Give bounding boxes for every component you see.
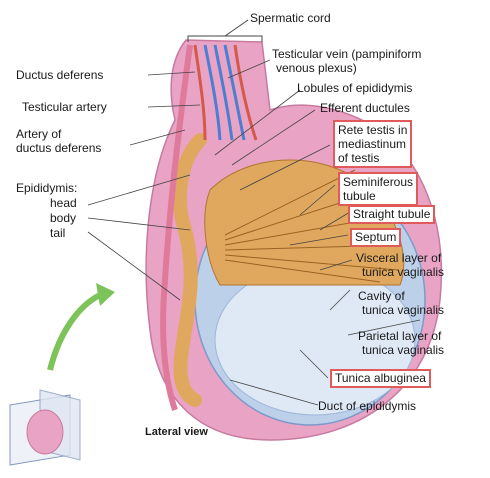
label-cavity-1: Cavity of bbox=[358, 289, 405, 303]
label-visceral-1: Visceral layer of bbox=[356, 251, 442, 265]
label-artery-ductus-1: Artery of bbox=[16, 127, 62, 141]
ductus-deferens bbox=[160, 44, 193, 411]
rete-testis-line1: Rete testis in bbox=[338, 123, 408, 137]
view-arrow-head bbox=[96, 283, 115, 306]
label-duct-epididymis: Duct of epididymis bbox=[318, 399, 417, 413]
label-tail: tail bbox=[50, 226, 66, 240]
seminiferous-line2: tubule bbox=[343, 189, 376, 203]
label-spermatic-cord: Spermatic cord bbox=[250, 11, 331, 25]
rete-testis-line3: of testis bbox=[338, 151, 380, 165]
epididymis bbox=[173, 133, 207, 407]
label-testicular-vein: Testicular vein (pampiniform bbox=[272, 47, 422, 61]
label-ductus-deferens: Ductus deferens bbox=[16, 68, 104, 82]
label-lobules: Lobules of epididymis bbox=[297, 81, 413, 95]
label-head: head bbox=[50, 196, 77, 210]
label-rete-testis: Rete testis in mediastinum of testis bbox=[333, 120, 413, 168]
label-body: body bbox=[50, 211, 77, 225]
label-parietal-1: Parietal layer of bbox=[358, 329, 442, 343]
label-tunica-albuginea: Tunica albuginea bbox=[330, 369, 431, 388]
label-lateral-view: Lateral view bbox=[145, 426, 208, 438]
label-parietal-2: tunica vaginalis bbox=[362, 343, 445, 357]
label-straight-tubule: Straight tubule bbox=[348, 205, 436, 224]
rete-testis-line2: mediastinum bbox=[338, 137, 407, 151]
lateral-inset bbox=[9, 389, 81, 466]
label-testicular-vein-2: venous plexus) bbox=[276, 61, 357, 75]
label-visceral-2: tunica vaginalis bbox=[362, 265, 445, 279]
label-seminiferous: Seminiferous tubule bbox=[338, 172, 419, 206]
view-arrow bbox=[47, 292, 102, 371]
label-cavity-2: tunica vaginalis bbox=[362, 303, 445, 317]
label-artery-ductus-2: ductus deferens bbox=[16, 141, 102, 155]
label-testicular-artery: Testicular artery bbox=[22, 100, 107, 114]
seminiferous-line1: Seminiferous bbox=[343, 175, 414, 189]
spermatic-cord-vessels bbox=[193, 44, 258, 141]
leader-lines bbox=[87, 59, 421, 406]
label-efferent-ductules: Efferent ductules bbox=[320, 101, 410, 115]
label-septum: Septum bbox=[350, 228, 402, 247]
label-epididymis: Epididymis: bbox=[16, 181, 78, 195]
